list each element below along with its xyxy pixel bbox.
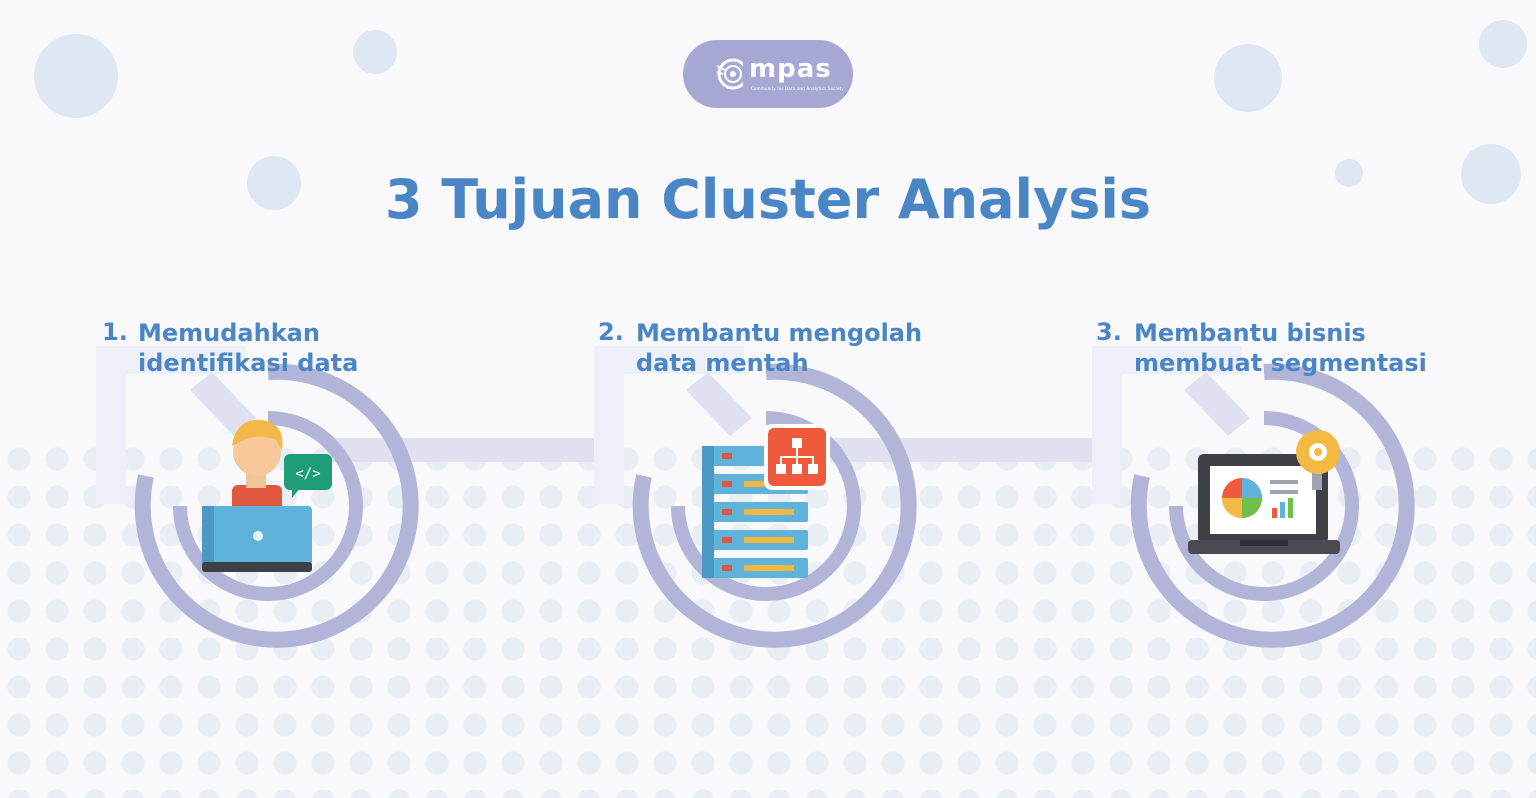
item-3-label: Membantu bisnis membuat segmentasi [1134,318,1427,378]
decor-bubble [353,30,397,74]
connector-bar [830,438,1098,462]
logo-tagline: Community for Data and Analytics Society [751,86,844,91]
decor-bubble [1214,44,1282,112]
item-1-number: 1. [102,318,128,346]
decor-bubble [1461,144,1521,204]
item-2-label: Membantu mengolah data mentah [636,318,922,378]
logo: mpas Community for Data and Analytics So… [683,40,853,108]
item-1-line1: Memudahkan [138,319,320,347]
item-2-number: 2. [598,318,624,346]
decor-bubble [1335,159,1363,187]
decor-bubble [34,34,118,118]
item-2-line1: Membantu mengolah [636,319,923,347]
server-hierarchy-icon [702,424,830,578]
connector-bar [330,438,600,462]
svg-text:</>: </> [295,466,320,482]
developer-laptop-icon: </> [202,419,332,572]
decor-bubble [1479,20,1527,68]
item-3-number: 3. [1096,318,1122,346]
item-2-line2: data mentah [636,349,809,377]
logo-target-icon [716,58,743,90]
item-3-line2: membuat segmentasi [1134,349,1427,377]
item-3-graphic [1092,346,1415,648]
item-3-line1: Membantu bisnis [1134,319,1366,347]
logo-text: mpas [749,54,832,84]
laptop-chart-icon [1188,430,1340,554]
page-title: 3 Tujuan Cluster Analysis [384,168,1152,231]
item-1-line2: identifikasi data [138,349,359,377]
decor-bubble [247,156,301,210]
item-1-label: Memudahkan identifikasi data [138,318,358,378]
